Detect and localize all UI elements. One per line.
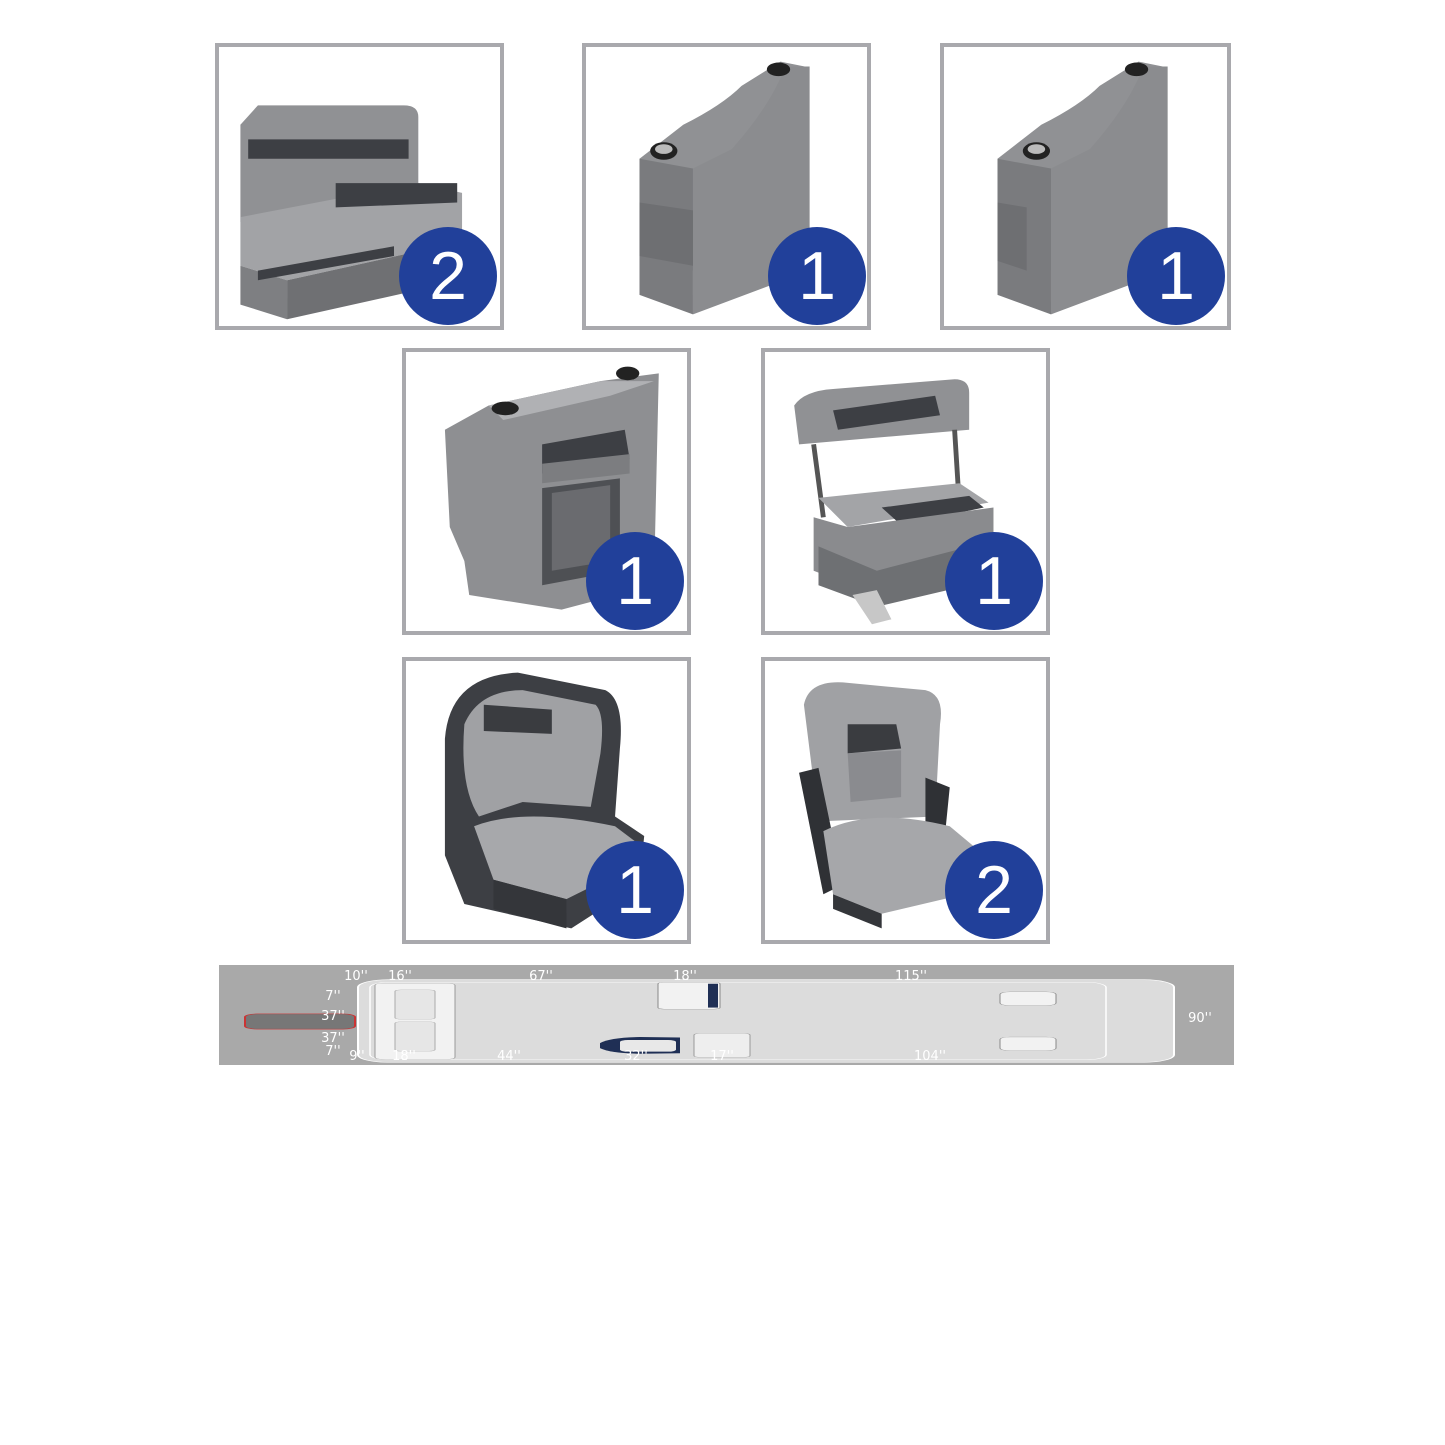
top-dim-3: 18''	[673, 969, 697, 984]
top-dim-4: 115''	[895, 969, 927, 984]
armrest-right-card: 1	[940, 43, 1231, 330]
bottom-dim-4: 17''	[710, 1049, 734, 1064]
bottom-dim-2: 44''	[497, 1049, 521, 1064]
bench-back-lower	[394, 1021, 436, 1052]
helm-console-card: 1	[402, 348, 691, 635]
captain-bucket-seat-card: 1	[402, 657, 691, 944]
quantity-badge: 1	[945, 532, 1043, 630]
armrest-left-card: 1	[582, 43, 871, 330]
fishing-seat-top	[999, 991, 1057, 1006]
top-dim-2: 67''	[529, 969, 553, 984]
fishing-seat-bottom	[999, 1036, 1057, 1051]
right-dim: 90''	[1188, 1011, 1212, 1026]
side-seat	[657, 982, 721, 1010]
bottom-dim-5: 104''	[914, 1049, 946, 1064]
deck	[357, 979, 1175, 1063]
quantity-badge: 1	[586, 532, 684, 630]
plan-scale-group	[244, 979, 1175, 1063]
folding-fishing-seat-card: 2	[761, 657, 1050, 944]
helm-seat-cushion	[620, 1040, 676, 1052]
armrest-right-image	[997, 61, 1168, 315]
side-seat-accent	[708, 983, 718, 1008]
bench-back-upper	[394, 989, 436, 1020]
bottom-dim-3: 32''	[624, 1049, 648, 1064]
flip-flop-cooler-seat-card: 1	[761, 348, 1050, 635]
quantity-badge: 1	[586, 841, 684, 939]
bottom-dim-1: 18''	[392, 1049, 416, 1064]
quantity-badge: 2	[399, 227, 497, 325]
top-dim-1: 16''	[388, 969, 412, 984]
flip-flop-cooler-seat-image	[794, 379, 994, 625]
quantity-badge: 1	[768, 227, 866, 325]
left-dim-1: 37''	[321, 1009, 345, 1024]
left-dim-3: 7''	[325, 1044, 340, 1059]
left-dim-2: 37''	[321, 1031, 345, 1046]
outboard-motor	[244, 1013, 356, 1030]
bottom-dim-0: 9''	[349, 1049, 364, 1064]
bench-seat-card: 2	[215, 43, 504, 330]
deck-inner	[369, 982, 1107, 1060]
quantity-badge: 2	[945, 841, 1043, 939]
quantity-badge: 1	[1127, 227, 1225, 325]
helm-console	[693, 1033, 751, 1058]
left-dim-0: 7''	[325, 989, 340, 1004]
top-dim-0: 10''	[344, 969, 368, 984]
folding-fishing-seat-image	[799, 682, 979, 929]
